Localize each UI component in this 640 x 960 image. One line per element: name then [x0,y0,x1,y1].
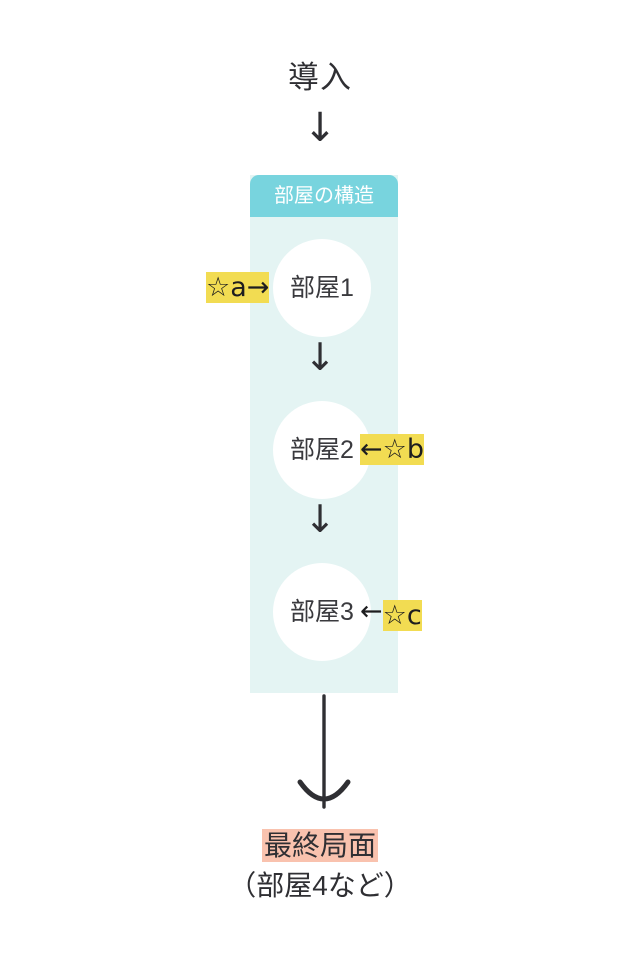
annotation-c-letter: c [406,600,422,631]
down-arrow-icon: ↓ [303,105,337,151]
left-arrow-icon-c: ← [360,596,383,627]
annotation-b-highlight: ←☆b [360,434,424,465]
room-node-2: 部屋2 [273,401,371,499]
panel-title: 部屋の構造 [274,185,374,207]
final-state-sublabel: （部屋4など） [228,870,412,901]
annotation-c: ←☆c [360,595,422,631]
room-node-2-label: 部屋2 [290,436,354,464]
annotation-b-letter: b [406,434,424,465]
star-icon-a: ☆ [206,272,231,303]
panel-header: 部屋の構造 [250,175,398,217]
room-node-1: 部屋1 [273,239,371,337]
final-state-highlight: 最終局面 [261,829,378,862]
long-down-arrow-icon [297,694,351,809]
down-arrow-icon-room2-room3: ↓ [304,497,336,541]
star-icon-b: ☆ [382,434,407,465]
intro-label: 導入 [288,60,352,95]
room-node-3-label: 部屋3 [290,598,354,626]
annotation-c-highlight: ☆c [382,600,422,631]
right-arrow-icon-a: → [246,272,270,303]
left-arrow-icon-b: ← [360,434,383,465]
annotation-a: ☆a→ [206,271,270,305]
final-state-label: 最終局面 [0,828,640,864]
annotation-a-highlight: ☆a→ [206,272,270,303]
room-node-1-label: 部屋1 [290,274,354,302]
annotation-b: ←☆b [360,433,424,467]
star-icon-c: ☆ [382,600,407,631]
room-node-3: 部屋3 [273,563,371,661]
down-arrow-icon-room1-room2: ↓ [304,335,336,379]
annotation-a-letter: a [230,272,247,303]
